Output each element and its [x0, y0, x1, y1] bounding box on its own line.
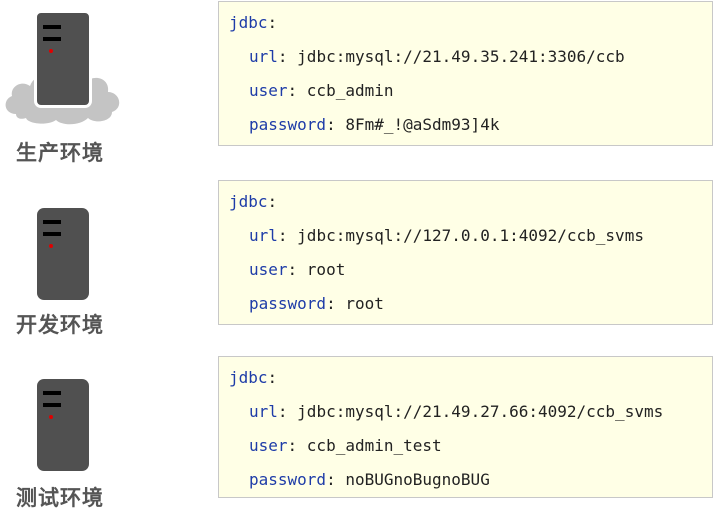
status-led-icon: [49, 415, 53, 419]
config-user-line: user: ccb_admin: [249, 81, 394, 100]
server-slot-icon: [43, 391, 61, 395]
config-root: jdbc:: [229, 368, 278, 387]
server-slot-icon: [43, 403, 61, 407]
server-icon: [34, 10, 92, 108]
config-key: password: [249, 470, 327, 489]
config-url-line: url: jdbc:mysql://21.49.35.241:3306/ccb: [249, 47, 625, 66]
env-label: 测试环境: [16, 486, 104, 510]
env-production: 生产环境: [0, 0, 130, 170]
config-key: password: [249, 294, 327, 313]
config-block-production: jdbc: url: jdbc:mysql://21.49.35.241:330…: [218, 1, 713, 146]
config-password-line: password: root: [249, 294, 384, 313]
server-slot-icon: [43, 37, 61, 41]
env-development: 开发环境: [0, 190, 130, 340]
status-led-icon: [49, 49, 53, 53]
config-url-line: url: jdbc:mysql://21.49.27.66:4092/ccb_s…: [249, 402, 664, 421]
config-url-line: url: jdbc:mysql://127.0.0.1:4092/ccb_svm…: [249, 226, 644, 245]
config-value: jdbc:mysql://127.0.0.1:4092/ccb_svms: [297, 226, 644, 245]
config-key: user: [249, 260, 288, 279]
config-block-development: jdbc: url: jdbc:mysql://127.0.0.1:4092/c…: [218, 180, 713, 325]
config-user-line: user: ccb_admin_test: [249, 436, 442, 455]
config-value: jdbc:mysql://21.49.27.66:4092/ccb_svms: [297, 402, 664, 421]
config-key: url: [249, 226, 278, 245]
status-led-icon: [49, 244, 53, 248]
config-key: password: [249, 115, 327, 134]
env-label: 生产环境: [16, 141, 104, 165]
config-block-test: jdbc: url: jdbc:mysql://21.49.27.66:4092…: [218, 356, 713, 498]
config-value: ccb_admin: [306, 81, 394, 100]
config-value: ccb_admin_test: [306, 436, 442, 455]
config-value: root: [345, 294, 384, 313]
server-icon: [37, 208, 89, 300]
env-label: 开发环境: [16, 313, 104, 337]
config-key: jdbc: [229, 192, 268, 211]
config-value: jdbc:mysql://21.49.35.241:3306/ccb: [297, 47, 625, 66]
env-test: 测试环境: [0, 360, 130, 520]
config-root: jdbc:: [229, 13, 278, 32]
config-value: root: [306, 260, 346, 279]
config-key: url: [249, 47, 278, 66]
config-value: 8Fm#_!@aSdm93]4k: [345, 115, 500, 134]
config-user-line: user: root: [249, 260, 346, 279]
server-slot-icon: [43, 25, 61, 29]
config-root: jdbc:: [229, 192, 278, 211]
config-value: noBUGnoBugnoBUG: [345, 470, 490, 489]
config-key: user: [249, 436, 288, 455]
server-icon: [37, 379, 89, 471]
config-key: jdbc: [229, 13, 268, 32]
config-password-line: password: 8Fm#_!@aSdm93]4k: [249, 115, 500, 134]
server-slot-icon: [43, 220, 61, 224]
config-key: user: [249, 81, 288, 100]
config-key: jdbc: [229, 368, 268, 387]
config-password-line: password: noBUGnoBugnoBUG: [249, 470, 490, 489]
config-key: url: [249, 402, 278, 421]
server-slot-icon: [43, 232, 61, 236]
